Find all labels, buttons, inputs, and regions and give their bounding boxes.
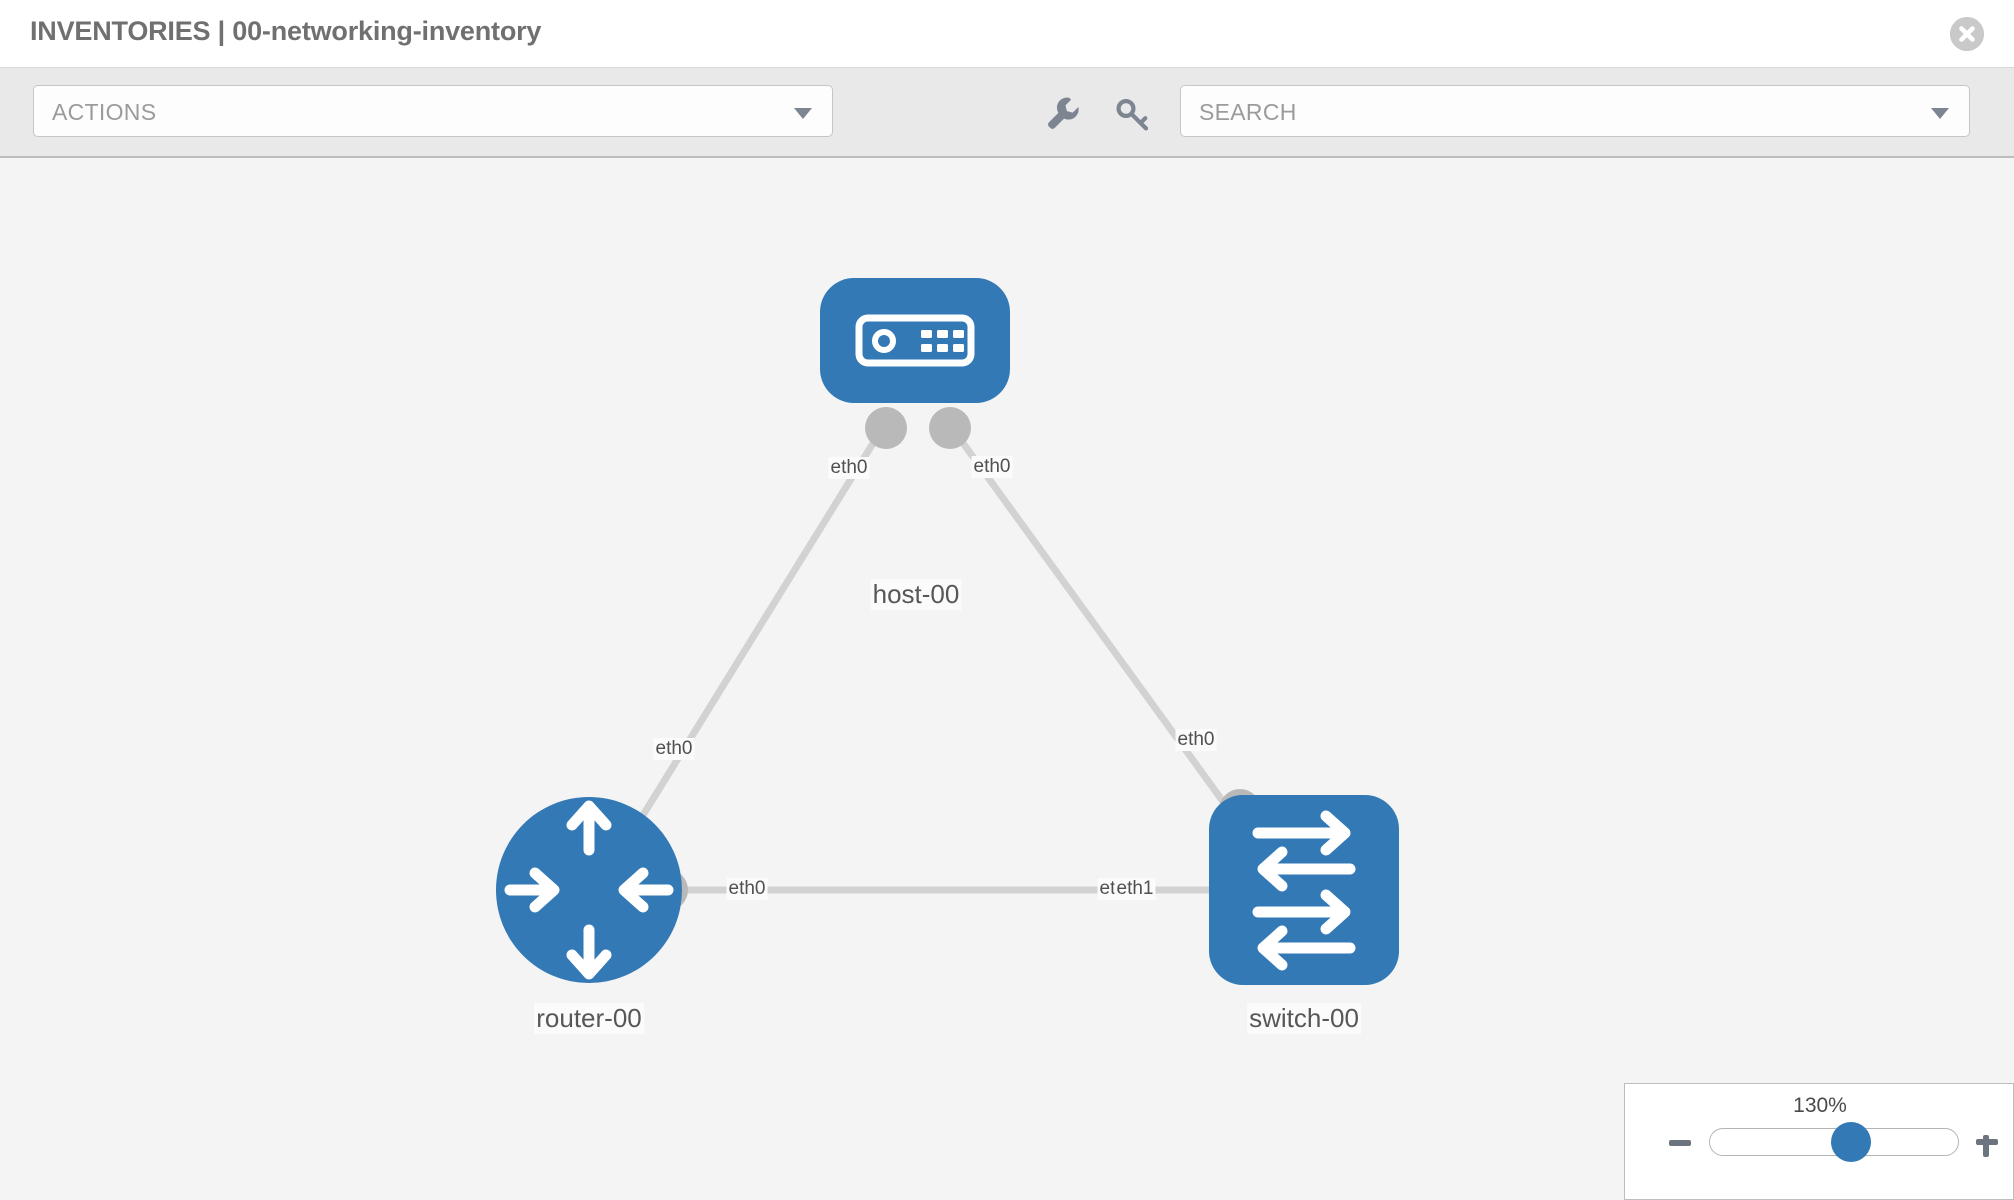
- server-icon: [855, 314, 975, 367]
- zoom-out-button[interactable]: [1669, 1140, 1691, 1146]
- port-label: eth0: [828, 457, 870, 479]
- port-host-left: [865, 407, 907, 449]
- page-title: INVENTORIES | 00-networking-inventory: [30, 16, 542, 46]
- wrench-icon[interactable]: [1045, 95, 1085, 135]
- link-host-switch: [952, 429, 1251, 839]
- topology-links: [637, 429, 1251, 894]
- link-host-router: [637, 430, 883, 822]
- topology-canvas[interactable]: eth0 eth0 eth0 eth0 eth0 eth0 eth1 host-…: [0, 160, 2014, 1200]
- search-placeholder: SEARCH: [1199, 99, 1297, 125]
- chevron-down-icon: [1931, 108, 1949, 119]
- zoom-percent-label: 130%: [1793, 1094, 1847, 1117]
- actions-dropdown[interactable]: ACTIONS: [33, 85, 833, 137]
- switch-arrows-icon: [1252, 810, 1356, 971]
- node-label-router-00: router-00: [534, 1003, 644, 1034]
- key-icon[interactable]: [1113, 95, 1153, 135]
- port-label: eth0: [1175, 729, 1217, 751]
- topology-graph: [496, 278, 1399, 985]
- actions-dropdown-label: ACTIONS: [52, 99, 157, 125]
- zoom-in-button[interactable]: [1972, 1127, 2002, 1157]
- node-label-host-00: host-00: [870, 579, 962, 610]
- chevron-down-icon: [794, 108, 812, 119]
- node-router-00[interactable]: [496, 797, 682, 983]
- zoom-slider-thumb[interactable]: [1831, 1122, 1871, 1162]
- zoom-control-panel: 130%: [1624, 1083, 2014, 1200]
- port-label: eth1: [1114, 878, 1156, 900]
- port-label: eth0: [726, 878, 768, 900]
- node-host-00[interactable]: [820, 278, 1010, 403]
- node-label-switch-00: switch-00: [1247, 1003, 1361, 1034]
- router-arrows-icon: [504, 800, 674, 980]
- close-icon[interactable]: [1950, 17, 1984, 51]
- search-input[interactable]: SEARCH: [1180, 85, 1970, 137]
- node-switch-00[interactable]: [1209, 795, 1399, 985]
- port-label: eth0: [971, 456, 1013, 478]
- page-header: INVENTORIES | 00-networking-inventory: [0, 0, 2014, 68]
- port-label: eth0: [653, 738, 695, 760]
- port-host-right: [929, 407, 971, 449]
